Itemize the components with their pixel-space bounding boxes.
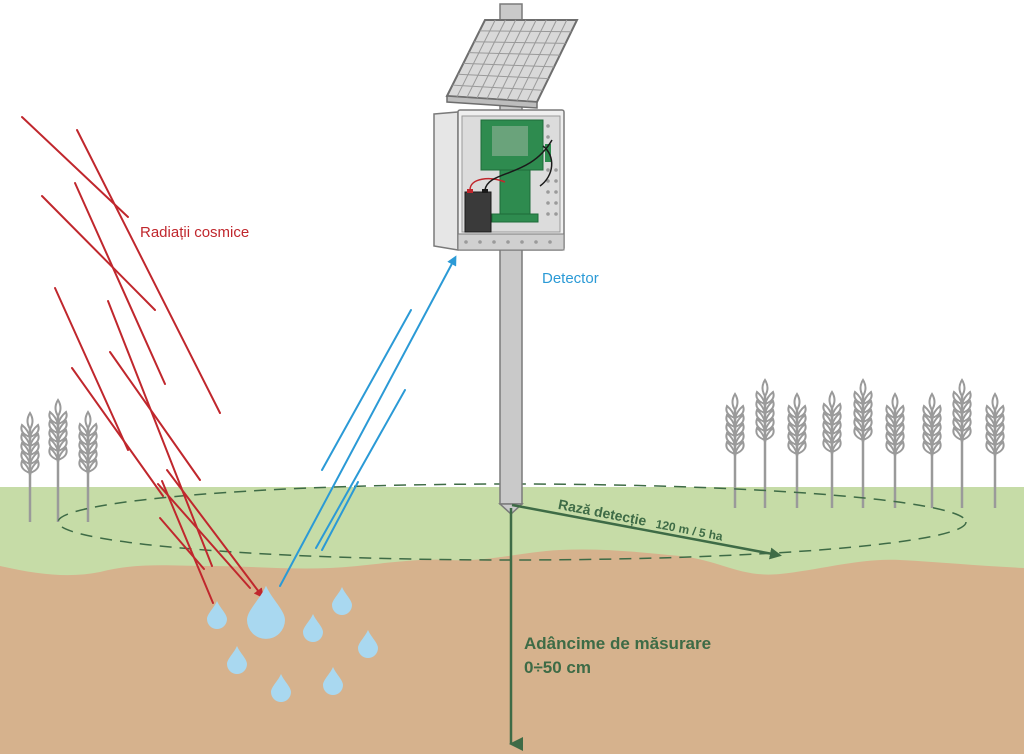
water-drop-icon	[358, 630, 378, 658]
depth-value: 0÷50 cm	[524, 658, 591, 677]
battery-icon	[464, 191, 492, 233]
wheat-icon	[48, 398, 68, 522]
water-drop-icon	[207, 601, 227, 629]
wheat-icon	[78, 410, 98, 522]
detection-area-ellipse	[57, 483, 967, 561]
water-drop-icon	[227, 646, 247, 674]
wheat-icon	[853, 378, 873, 508]
water-drop-icon	[323, 667, 343, 695]
wheat-icon	[725, 392, 745, 508]
neutron-rays	[279, 255, 457, 587]
detector-enclosure-icon	[433, 109, 565, 251]
wheat-icon	[755, 378, 775, 508]
water-drop-icon	[303, 614, 323, 643]
wheat-icon	[885, 392, 905, 508]
detector-label: Detector	[542, 270, 599, 287]
wheat-icon	[20, 411, 40, 522]
water-drop-icon	[332, 587, 352, 615]
water-drops	[207, 585, 378, 702]
depth-label: Adâncime de măsurare 0÷50 cm	[524, 632, 711, 680]
solar-panel-icon	[445, 19, 579, 109]
depth-title: Adâncime de măsurare	[524, 634, 712, 653]
detection-radius-arrow	[511, 503, 782, 560]
wheat-icon	[787, 392, 807, 508]
wheat-group-left	[20, 398, 98, 522]
wheat-icon	[952, 378, 972, 508]
cosmic-rays	[21, 116, 264, 604]
water-drop-icon	[271, 674, 291, 702]
wheat-group-right	[725, 378, 1005, 508]
water-drop-icon	[247, 585, 285, 639]
wheat-icon	[822, 390, 842, 508]
wheat-icon	[985, 392, 1005, 508]
wheat-icon	[922, 392, 942, 508]
cosmic-radiation-label: Radiații cosmice	[140, 224, 250, 241]
